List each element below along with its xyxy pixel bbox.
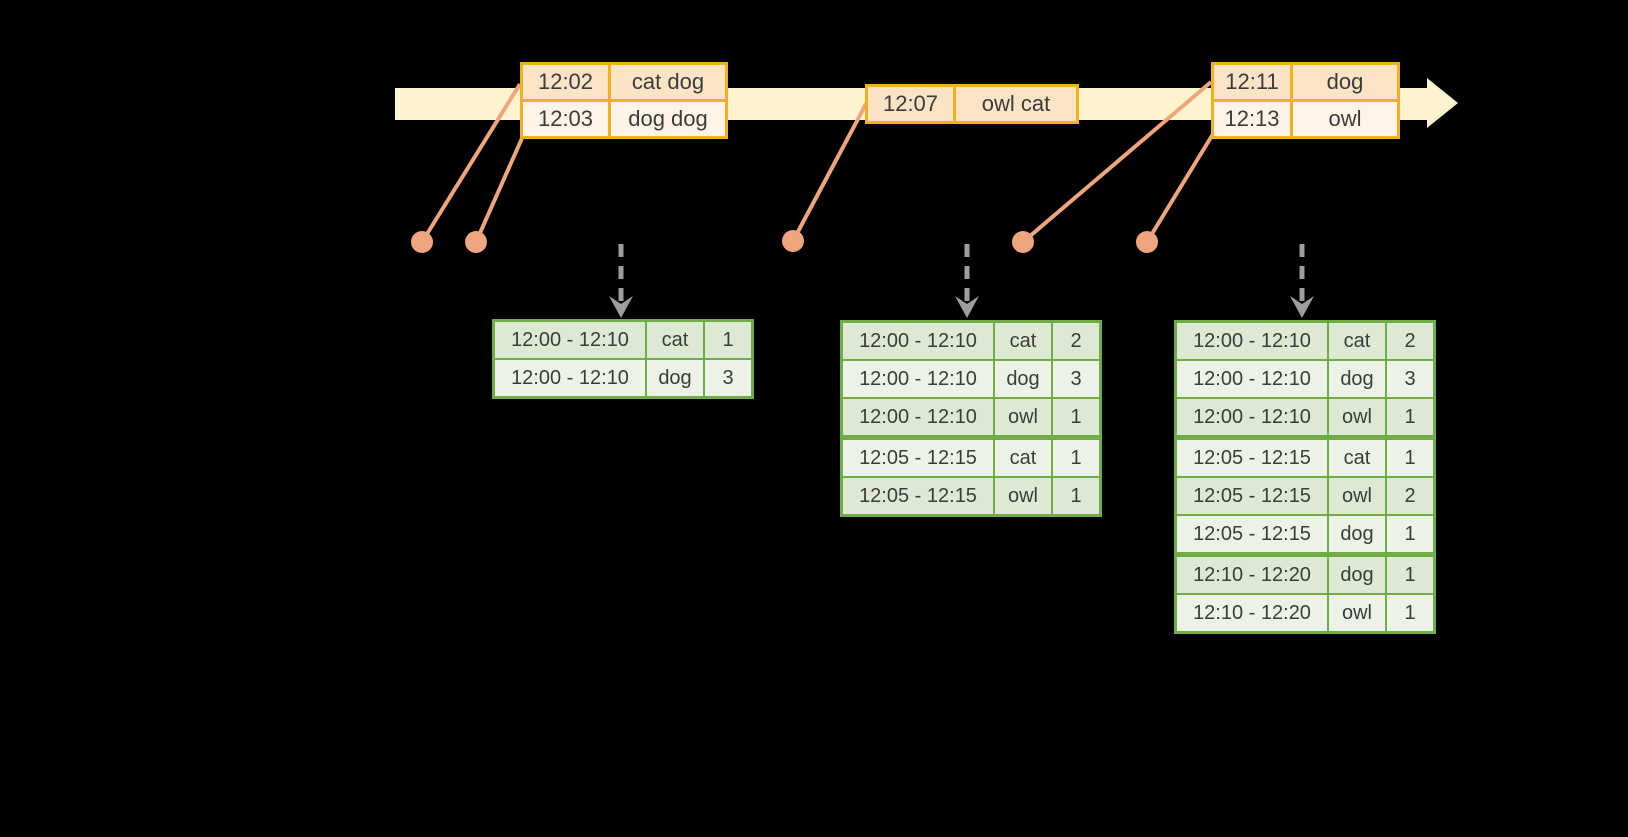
window-cell: 12:10 - 12:20 <box>1177 595 1327 631</box>
count-cell: 1 <box>1387 440 1433 476</box>
word-cell: dog <box>1329 361 1385 397</box>
word-cell: owl <box>1329 478 1385 514</box>
timeline-arrowhead-icon <box>1427 78 1458 128</box>
window-cell: 12:05 - 12:15 <box>1177 440 1327 476</box>
result-table-1: 12:00 - 12:10 cat 1 12:00 - 12:10 dog 3 <box>492 319 754 399</box>
count-cell: 1 <box>1387 516 1433 552</box>
count-cell: 3 <box>1053 361 1099 397</box>
result-row: 12:00 - 12:10 dog 3 <box>1177 361 1433 397</box>
window-cell: 12:00 - 12:10 <box>843 323 993 359</box>
window-cell: 12:00 - 12:10 <box>1177 399 1327 435</box>
window-cell: 12:00 - 12:10 <box>495 322 645 358</box>
event-row: 12:11 dog <box>1214 65 1397 99</box>
word-cell: cat <box>995 440 1051 476</box>
result-row: 12:05 - 12:15 dog 1 <box>1177 516 1433 552</box>
word-cell: cat <box>1329 440 1385 476</box>
event-words-cell: owl cat <box>956 87 1076 121</box>
trigger-arrowhead-icon <box>955 296 979 318</box>
event-connector-line <box>474 135 525 243</box>
event-time-cell: 12:02 <box>523 65 608 99</box>
word-cell: owl <box>1329 399 1385 435</box>
result-row: 12:00 - 12:10 owl 1 <box>843 399 1099 435</box>
count-cell: 2 <box>1387 478 1433 514</box>
count-cell: 1 <box>1053 478 1099 514</box>
event-connector-line <box>1145 132 1215 244</box>
event-row: 12:13 owl <box>1214 102 1397 136</box>
event-row: 12:03 dog dog <box>523 102 725 136</box>
count-cell: 3 <box>705 360 751 396</box>
result-row: 12:00 - 12:10 dog 3 <box>843 361 1099 397</box>
trigger-arrowhead-icon <box>1290 296 1314 318</box>
word-cell: dog <box>995 361 1051 397</box>
event-time-cell: 12:13 <box>1214 102 1290 136</box>
result-row: 12:00 - 12:10 dog 3 <box>495 360 751 396</box>
event-words-cell: dog <box>1293 65 1397 99</box>
word-cell: dog <box>1329 557 1385 593</box>
count-cell: 2 <box>1053 323 1099 359</box>
trigger-arrowhead-icon <box>609 296 633 318</box>
result-row: 12:05 - 12:15 cat 1 <box>843 440 1099 476</box>
event-dot <box>782 230 804 252</box>
word-cell: dog <box>647 360 703 396</box>
event-table-2: 12:07 owl cat <box>865 84 1079 124</box>
result-row: 12:00 - 12:10 cat 1 <box>495 322 751 358</box>
result-row: 12:00 - 12:10 owl 1 <box>1177 399 1433 435</box>
count-cell: 1 <box>1387 399 1433 435</box>
trigger-arrow <box>609 244 633 318</box>
event-words-cell: dog dog <box>611 102 725 136</box>
word-cell: cat <box>995 323 1051 359</box>
event-dot <box>1012 231 1034 253</box>
event-time-cell: 12:07 <box>868 87 953 121</box>
window-cell: 12:00 - 12:10 <box>843 361 993 397</box>
event-row: 12:07 owl cat <box>868 87 1076 121</box>
event-time-cell: 12:03 <box>523 102 608 136</box>
window-cell: 12:05 - 12:15 <box>843 478 993 514</box>
result-row: 12:05 - 12:15 owl 1 <box>843 478 1099 514</box>
event-dot <box>411 231 433 253</box>
window-cell: 12:05 - 12:15 <box>1177 478 1327 514</box>
word-cell: owl <box>995 399 1051 435</box>
window-cell: 12:00 - 12:10 <box>1177 361 1327 397</box>
event-connector-line <box>791 103 868 242</box>
result-row: 12:10 - 12:20 owl 1 <box>1177 595 1433 631</box>
count-cell: 1 <box>1053 399 1099 435</box>
word-cell: cat <box>647 322 703 358</box>
result-table-2: 12:00 - 12:10 cat 2 12:00 - 12:10 dog 3 … <box>840 320 1102 517</box>
trigger-arrow <box>1290 244 1314 318</box>
event-dot <box>1136 231 1158 253</box>
word-cell: dog <box>1329 516 1385 552</box>
event-row: 12:02 cat dog <box>523 65 725 99</box>
count-cell: 1 <box>1387 557 1433 593</box>
count-cell: 2 <box>1387 323 1433 359</box>
event-words-cell: cat dog <box>611 65 725 99</box>
count-cell: 1 <box>1053 440 1099 476</box>
result-row: 12:10 - 12:20 dog 1 <box>1177 557 1433 593</box>
trigger-arrow <box>955 244 979 318</box>
result-row: 12:00 - 12:10 cat 2 <box>1177 323 1433 359</box>
result-row: 12:05 - 12:15 cat 1 <box>1177 440 1433 476</box>
result-row: 12:05 - 12:15 owl 2 <box>1177 478 1433 514</box>
event-table-3: 12:11 dog 12:13 owl <box>1211 62 1400 139</box>
window-cell: 12:00 - 12:10 <box>495 360 645 396</box>
window-cell: 12:10 - 12:20 <box>1177 557 1327 593</box>
event-dot <box>465 231 487 253</box>
event-time-cell: 12:11 <box>1214 65 1290 99</box>
window-cell: 12:05 - 12:15 <box>1177 516 1327 552</box>
result-row: 12:00 - 12:10 cat 2 <box>843 323 1099 359</box>
result-table-3: 12:00 - 12:10 cat 2 12:00 - 12:10 dog 3 … <box>1174 320 1436 634</box>
event-table-1: 12:02 cat dog 12:03 dog dog <box>520 62 728 139</box>
word-cell: owl <box>995 478 1051 514</box>
window-cell: 12:00 - 12:10 <box>1177 323 1327 359</box>
window-cell: 12:05 - 12:15 <box>843 440 993 476</box>
count-cell: 1 <box>705 322 751 358</box>
count-cell: 1 <box>1387 595 1433 631</box>
window-cell: 12:00 - 12:10 <box>843 399 993 435</box>
event-words-cell: owl <box>1293 102 1397 136</box>
word-cell: cat <box>1329 323 1385 359</box>
count-cell: 3 <box>1387 361 1433 397</box>
word-cell: owl <box>1329 595 1385 631</box>
